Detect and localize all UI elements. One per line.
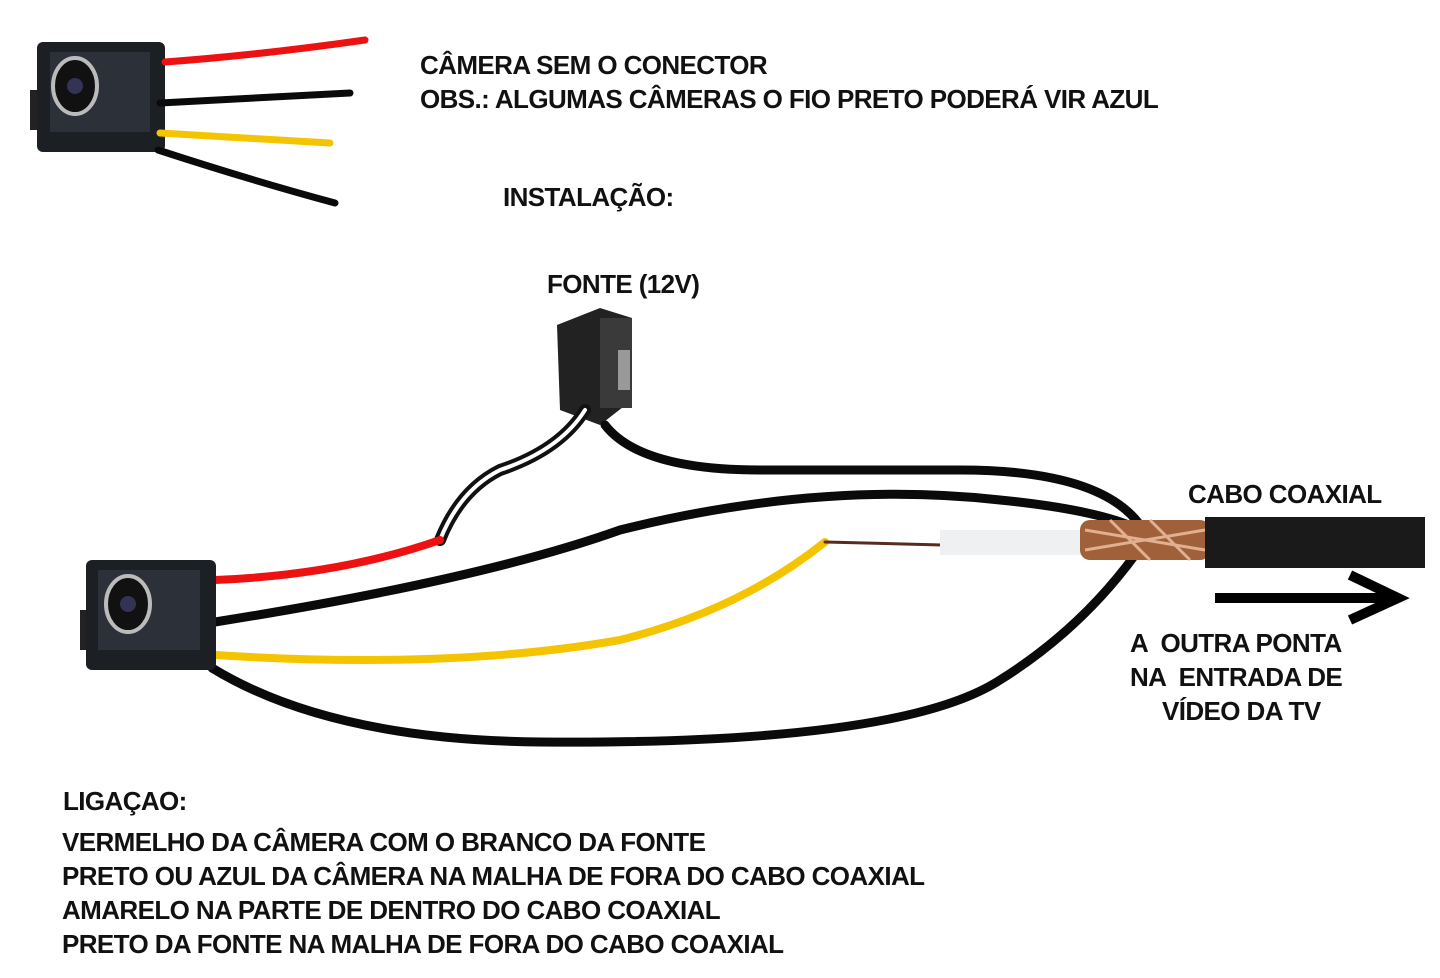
other-end-line: A OUTRA PONTA	[1130, 628, 1342, 658]
wiring-step: AMARELO NA PARTE DE DENTRO DO CABO COAXI…	[62, 895, 721, 925]
wires-main	[207, 404, 1145, 747]
wiring-step: PRETO DA FONTE NA MALHA DE FORA DO CABO …	[62, 929, 784, 959]
power-supply-label: FONTE (12V)	[547, 269, 700, 299]
coax-cable	[940, 517, 1425, 568]
wiring-step: VERMELHO DA CÂMERA COM O BRANCO DA FONTE	[62, 827, 706, 857]
other-end-line: NA ENTRADA DE	[1130, 662, 1343, 692]
other-end-line: VÍDEO DA TV	[1162, 696, 1321, 726]
wiring-title: LIGAÇAO:	[63, 786, 187, 816]
wiring-step: PRETO OU AZUL DA CÂMERA NA MALHA DE FORA…	[62, 861, 925, 891]
coax-label: CABO COAXIAL	[1188, 479, 1382, 509]
header-title: CÂMERA SEM O CONECTOR	[420, 50, 768, 80]
camera-top-wires	[154, 36, 369, 207]
power-supply	[557, 308, 632, 425]
installation-heading: INSTALAÇÃO:	[503, 182, 674, 212]
arrow-right-icon	[1215, 570, 1410, 625]
camera-top	[30, 42, 165, 152]
camera-bottom	[80, 560, 216, 670]
header-note: OBS.: ALGUMAS CÂMERAS O FIO PRETO PODERÁ…	[420, 84, 1159, 114]
